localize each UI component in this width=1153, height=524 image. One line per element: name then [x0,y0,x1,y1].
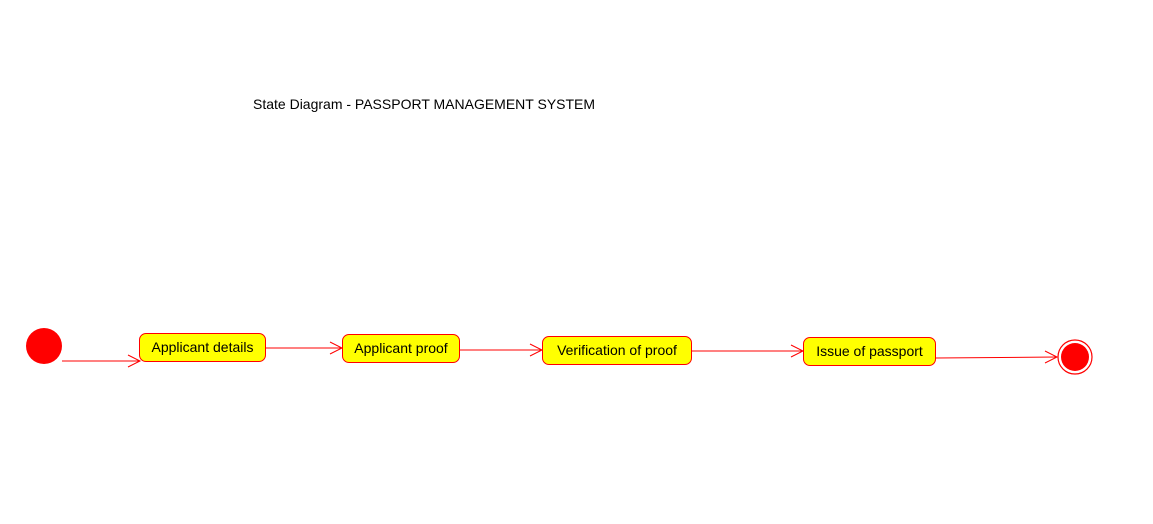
transition-arrow [460,343,544,357]
state-label: Applicant proof [354,340,448,356]
state-issue-of-passport[interactable]: Issue of passport [803,337,936,366]
state-verification-of-proof[interactable]: Verification of proof [542,336,692,365]
state-label: Applicant details [151,339,254,355]
transition-arrow [62,354,142,368]
state-label: Issue of passport [816,343,923,359]
transition-arrow [692,344,805,358]
final-state-icon [1057,339,1093,375]
transition-arrow [935,350,1059,364]
initial-state-icon [26,328,62,364]
transition-arrow [266,341,344,355]
state-applicant-details[interactable]: Applicant details [139,333,266,362]
state-label: Verification of proof [557,342,677,358]
diagram-title: State Diagram - PASSPORT MANAGEMENT SYST… [253,96,596,112]
state-applicant-proof[interactable]: Applicant proof [342,334,460,363]
